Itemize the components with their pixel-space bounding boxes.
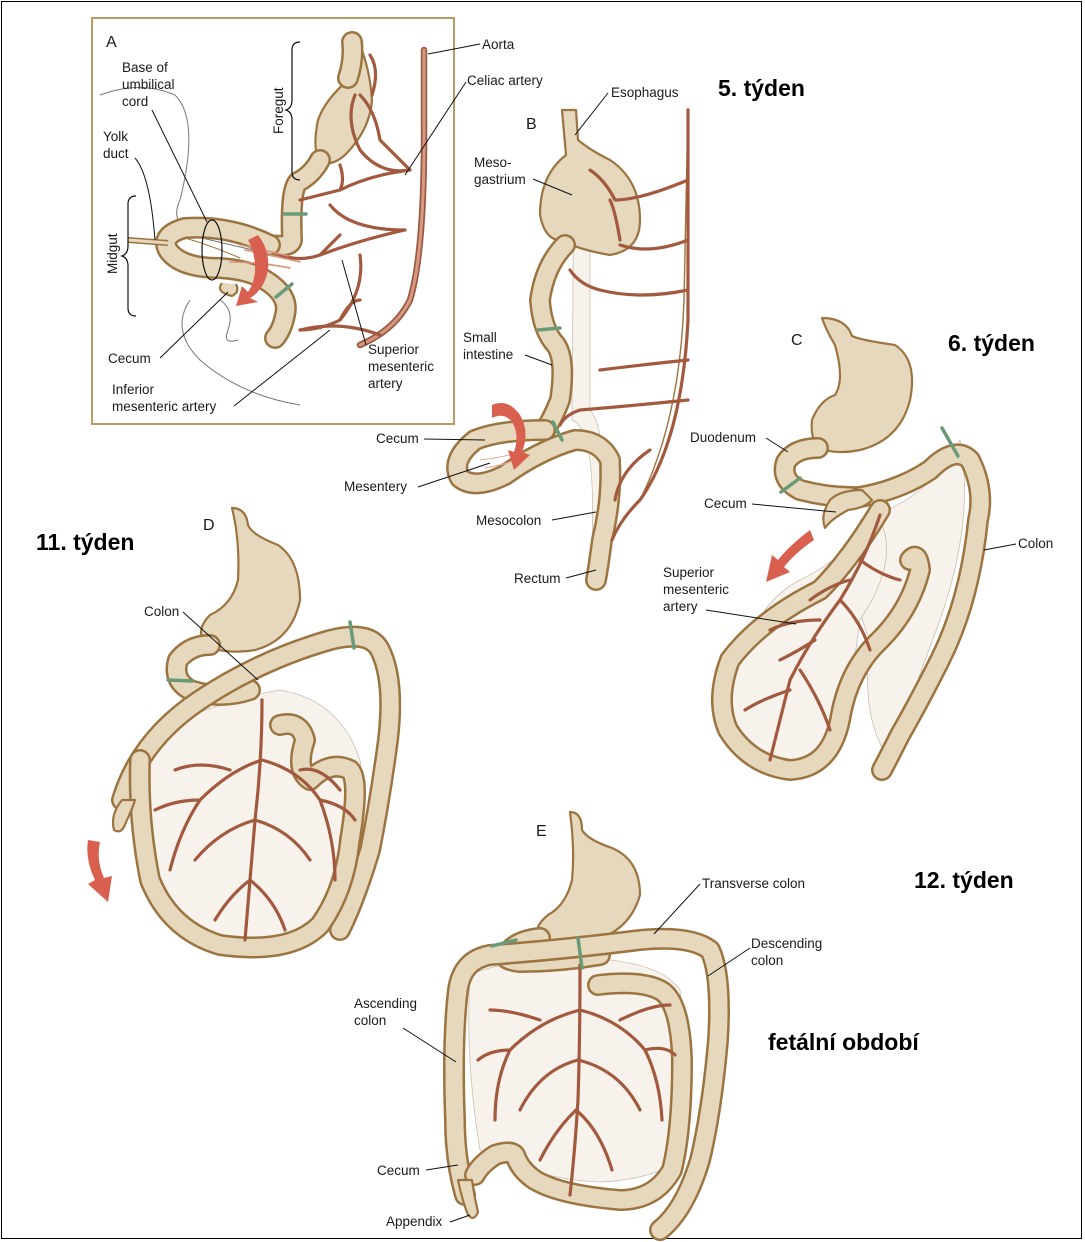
label-mesocolon: Mesocolon (476, 513, 541, 528)
stomach-b (540, 110, 640, 255)
label-mesogastrium: Meso- gastrium (474, 155, 526, 187)
stage-label-week-12: 12. týden (914, 867, 1014, 893)
stomach-e (537, 812, 640, 942)
label-cecum-c: Cecum (704, 496, 747, 511)
label-transverse-colon: Transverse colon (702, 876, 805, 891)
panel-b: B Esophagus Meso- gastrium Small intesti… (344, 85, 688, 586)
embryo-fold (220, 300, 238, 341)
stage-label-week-11: 11. týden (36, 529, 134, 555)
label-esophagus: Esophagus (611, 85, 679, 100)
label-aorta: Aorta (482, 37, 515, 52)
label-appendix: Appendix (386, 1214, 443, 1229)
boundary-marker (168, 680, 192, 681)
panel-d-letter: D (203, 517, 215, 534)
panel-c: C Duodenum Cecum Colon Superior me (663, 318, 1053, 770)
rotation-arrow-c (766, 530, 814, 582)
panel-e: E Transverse colon Descending colon Asce… (354, 812, 826, 1230)
panel-c-letter: C (791, 332, 803, 349)
cecum-bud-a (220, 283, 237, 296)
stomach-d (201, 508, 300, 652)
panel-d: D Colon (87, 508, 390, 955)
label-foregut: Foregut (271, 87, 286, 134)
label-duodenum: Duodenum (690, 430, 756, 445)
label-superior-mesenteric-artery-a: Superior mesenteric artery (368, 342, 438, 391)
label-inferior-mesenteric-artery: Inferior mesenteric artery (112, 382, 217, 414)
midgut-brace (122, 196, 136, 316)
stage-label-week-5: 5. týden (718, 75, 805, 101)
label-ascending-colon: Ascending colon (354, 996, 421, 1028)
stomach-c (812, 318, 912, 452)
dorsal-wall-b (640, 108, 688, 500)
panel-a-letter: A (106, 34, 117, 51)
label-cecum-e: Cecum (377, 1163, 420, 1178)
label-descending-colon: Descending colon (751, 936, 826, 968)
label-midgut: Midgut (105, 233, 120, 274)
label-yolk-duct: Yolk duct (103, 129, 132, 161)
label-superior-mesenteric-artery-c: Superior mesenteric artery (663, 565, 733, 614)
stage-label-fetal-period: fetální období (768, 1029, 920, 1055)
label-small-intestine: Small intestine (463, 330, 513, 362)
stage-label-week-6: 6. týden (948, 330, 1035, 356)
label-colon-d: Colon (144, 604, 179, 619)
label-colon-c: Colon (1018, 536, 1053, 551)
label-cecum-b: Cecum (376, 431, 419, 446)
rotation-arrow-d (87, 840, 112, 902)
panel-a: A Aorta (92, 18, 543, 424)
foregut-brace (286, 42, 300, 180)
label-base-umbilical-cord: Base of umbilical cord (122, 60, 178, 109)
label-celiac-artery: Celiac artery (467, 73, 543, 88)
panel-b-letter: B (526, 116, 537, 133)
boundary-marker (538, 328, 560, 330)
panel-e-letter: E (536, 823, 547, 840)
label-rectum: Rectum (514, 571, 561, 586)
label-cecum-a: Cecum (108, 351, 151, 366)
label-mesentery: Mesentery (344, 479, 407, 494)
